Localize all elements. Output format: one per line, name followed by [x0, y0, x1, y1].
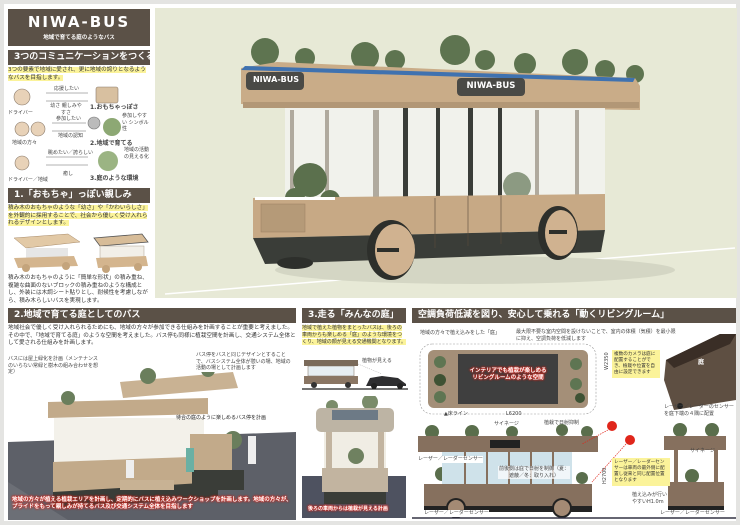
- bus-front-render: 後ろの車両からは植栽が見える計画: [302, 396, 406, 518]
- solar-control-note: 前後側は庇で日射を制御（夏：遮蔽／冬：取り入れ）: [498, 466, 570, 479]
- title-subtitle: 地域で育てる庭のようなバス: [43, 35, 115, 41]
- section3-caption: 後ろの車両からは植栽が見える計画: [308, 506, 388, 512]
- dim-height: H2700: [602, 467, 608, 484]
- dim-width: W2350: [604, 352, 610, 370]
- section4-header: 空調負荷低減を図り、安心して乗れる「動くリビングルーム」: [412, 308, 736, 323]
- hero-render: NIWA-BUS NIWA-BUS: [155, 8, 737, 298]
- camera-note: 複数のカメラは庭に配置することができ、植栽や位置を自由に設定できます: [612, 350, 660, 378]
- lidar-upper-label: レーザー／レーダーセンサー: [418, 456, 483, 463]
- section1-text1: 積み木のおもちゃのような「幼さ」や「かわいらしさ」を外観的に採用することで、社会…: [8, 205, 150, 228]
- diagram-illustrations: [13, 86, 121, 171]
- bus-stop-illustration: [8, 363, 296, 520]
- note-roof-greening: バスには屋上緑化を計画（メンテナンスのいらない常緑と樹木の組み合わせを想定）: [8, 356, 99, 376]
- note-community-garden: 地域の方々で植え込みをした「庭」: [420, 330, 501, 336]
- bus-front-illustration: [302, 396, 406, 518]
- section2-text: 地域社会で優しく受け入れられるためにも、地域の方々が参加できる仕組みを計画するこ…: [8, 325, 296, 346]
- actor-locals: 地域の方々: [12, 140, 38, 146]
- floor-plan: [419, 343, 597, 415]
- label-plants-visible: 植物が見える: [362, 358, 392, 364]
- section3-header: 3.走る「みんなの庭」: [302, 308, 406, 323]
- title-main: NIWA-BUS: [27, 13, 131, 31]
- plant-height-note: 植え込みが行いやすいH1.0m: [632, 492, 668, 505]
- intro-text: 3つの要素で地域に愛され、更に地域の誇りとなるようなバスを目指します。: [8, 67, 150, 82]
- section1-header: 1.「おもちゃ」っぽい親しみ: [8, 188, 150, 203]
- bus-sign-right: NIWA-BUS: [466, 81, 516, 91]
- actor-driver: ドライバー: [8, 110, 33, 116]
- section2-header: 2.地域で育てる庭としてのバス: [8, 308, 296, 323]
- corner-detail: [664, 334, 736, 410]
- note-waiting-garden: 待合の庭のように楽しめるバス停を計画: [176, 415, 267, 421]
- sensor-placement-note: レーザー／レーダーセンサーは車両の最外側に配置し従来と同じ配置位置となります: [612, 458, 670, 486]
- signage-rear-label: サイネージ: [690, 448, 715, 454]
- arrow-label-recognition: 地域の認知: [58, 133, 84, 139]
- actor-driver-locals: ドライバー／地域: [8, 177, 48, 183]
- plan-caption: インテリアでも植栽が楽しめるリビングルームのような空間: [469, 368, 547, 381]
- sun-block-label: 植栽で日射抑制: [544, 420, 580, 426]
- lidar-rear-label: レーザー／レーダーセンサー: [660, 510, 725, 517]
- floor-line: ▲床ライン: [444, 411, 468, 417]
- communication-diagram: ドライバー 地域の方々 ドライバー／地域 応援したい 幼さ 親しみやすさ 参加し…: [8, 83, 150, 185]
- intro-text-body: 3つの要素で地域に愛され、更に地域の誇りとなるようなバスを目指します。: [8, 67, 146, 81]
- section3-text-body: 地域で植えた植物をまとったバスは、後ろの車両からも楽しめる「庭」のような環境をつ…: [302, 325, 407, 345]
- section1-text1-body: 積み木のおもちゃのような「幼さ」や「かわいらしさ」を外観的に採用することで、社会…: [8, 205, 148, 226]
- signage-label: サイネージ: [494, 421, 519, 427]
- section1-text2: 積み木のおもちゃのように「簡単な形状」の積み重ね、複雑な曲面のないブロックの積み…: [8, 275, 148, 304]
- element-grow: 2.地域で育てる: [90, 140, 133, 147]
- element-toy: 1.おもちゃっぽさ: [90, 104, 139, 111]
- side-note-symbol: 参加しやすい シンボル性: [122, 113, 149, 132]
- lidar-lower-label: レーザー／レーダーセンサー: [424, 510, 489, 517]
- title-block: NIWA-BUS 地域で育てる庭のようなバス: [8, 9, 150, 46]
- section3-text: 地域で植えた植物をまとったバスは、後ろの車両からも楽しめる「庭」のような環境をつ…: [302, 325, 407, 345]
- section2-caption: 地域の方々が植える植栽エリアを計画し、定期的にバスに植え込みワークショップを計画…: [12, 497, 292, 510]
- rear-view-diagram: [302, 360, 408, 390]
- lidar-corner-note: レーザー／レーダーのセンサーを庭下端の４隅に配置: [664, 404, 734, 417]
- note-bus-stop-design: バス停をバスと同じデザインとすることで、バスシステム全体が憩いの場、地域の活動の…: [196, 352, 292, 372]
- niwa-label: 庭: [698, 359, 705, 366]
- arrow-label-join: 参加したい: [56, 116, 82, 122]
- side-note-activity: 地域の活動の見える化: [124, 147, 150, 160]
- arrow-label-familiar: 幼さ 親しみやすさ: [50, 103, 82, 116]
- note-ac-load: 最大限不要な室内空間を設けないことで、室内の体積（気積）を最小限に抑え、空調負荷…: [516, 329, 676, 342]
- dim-length: L6200: [506, 411, 522, 417]
- side-elevation: [412, 421, 736, 519]
- toy-bus-models: [13, 233, 149, 273]
- bus-stop-render: バスには屋上緑化を計画（メンテナンスのいらない常緑と樹木の組み合わせを想定） バ…: [8, 352, 296, 520]
- niwa-bus-render: [164, 35, 736, 295]
- intro-header: 3つのコミュニケーションをつくる: [8, 50, 150, 65]
- element-garden: 3.庭のような環境: [90, 175, 139, 182]
- arrow-label-support: 応援したい: [54, 86, 80, 92]
- arrow-label-healing: 癒し: [63, 171, 74, 177]
- bus-sign-left: NIWA-BUS: [252, 75, 299, 84]
- arrow-label-proud: 眺めたい／誇らしい: [48, 150, 94, 156]
